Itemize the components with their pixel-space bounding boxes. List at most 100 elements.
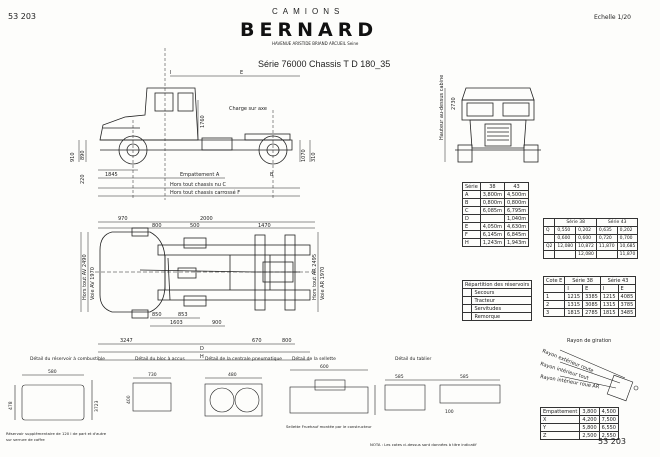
weights-corner [542,218,556,227]
dim-voie-av: Voie AV 1970 [90,267,96,300]
cell [479,214,505,223]
note-reservoir: Réservoir supplémentaire de 120 l de par… [6,431,107,436]
dim-I: I [170,70,171,76]
weights-head-38: Série 38 [554,218,597,227]
cell: Tracteur [471,296,533,305]
cell: Z [539,431,581,440]
dim-850: 850 [152,312,162,318]
cell: 3485 [617,308,637,317]
dim-970: 970 [118,216,128,222]
dim-B: B [270,172,274,178]
dim-900: 900 [212,320,222,326]
dim-front-width: Hors tout AV 2490 [82,254,88,300]
cell: E [582,284,601,293]
cell: 6,145m [479,230,505,239]
dim-670: 670 [252,338,262,344]
dim-890: 890 [80,150,86,160]
cell: 2785 [582,308,601,317]
detail-dim-580: 580 [48,369,57,375]
cell: 0,600 [575,234,597,243]
cell: 4,050m [479,222,505,231]
turning-radius-diagram [559,349,639,402]
series-head-1: 38 [479,182,505,191]
cell: 10,872 [575,242,597,251]
brand-address: HAVENUE ARISTIDE BRIAND ARCUEIL Seine [272,41,359,46]
cell [461,288,473,297]
cote-head-38: Série 38 [564,276,601,285]
dim-3247: 3247 [120,338,133,344]
dim-C: Hors tout chassis nu C [170,182,227,188]
cell: 3785 [617,300,637,309]
cell: E [617,284,637,293]
cell: 2,500 [579,431,600,440]
series-head-2: 43 [503,182,530,191]
cell: I [599,284,619,293]
cell: 4,500m [503,190,530,199]
cell: 4,630m [503,222,530,231]
dim-800: 800 [152,223,162,229]
cell: 0,550 [554,226,577,235]
dim-empattement: Empattement A [180,172,220,178]
detail-3-title: Détail de la centrale pneumatique [205,355,282,362]
cell: 3385 [582,292,601,301]
cell: 0,600 [554,234,577,243]
dim-1603: 1603 [170,320,183,326]
plan-view-dimensions [80,221,319,361]
wheelbase-col-0: 3,800 [579,407,600,416]
note-sellette: Sellette Fruehauf montée par le construc… [286,424,372,429]
cell: A [462,190,481,199]
front-view-truck [444,87,541,163]
cell: 12,080 [575,250,597,259]
load-label: Charge sur axe [229,106,267,112]
detail-dim-100: 100 [445,409,454,415]
cell: 1315 [599,300,619,309]
dim-500: 500 [190,223,200,229]
detail-1-title: Détail du réservoir à combustible [30,355,105,362]
detail-dim-480: 480 [228,372,237,378]
cell [554,250,577,259]
cell: 6,550 [598,423,620,432]
cell: Y [539,423,581,432]
cell: Remorque [471,312,533,321]
cell: 3 [542,308,566,317]
brand-small: CAMIONS [272,7,345,16]
cell: 6,795m [503,206,530,215]
detail-2-title: Détail du bloc à accus [135,355,185,362]
dim-E: E [240,70,243,76]
dim-1845: 1845 [105,172,118,178]
cell: 1215 [564,292,584,301]
dim-853: 853 [178,312,188,318]
detail-5-title: Détail du tablier [395,355,431,362]
detail-dim-585: 585 [395,374,404,380]
dim-voie-ar: Voie AR 1970 [320,267,326,300]
cell: 4085 [617,292,637,301]
dim-1470: 1470 [258,223,271,229]
dim-D: D [200,346,204,352]
cell: 12,080 [554,242,577,251]
dim-800b: 800 [282,338,292,344]
cell: 1815 [564,308,584,317]
dim-1070: 1070 [301,149,307,162]
cell: H [462,238,481,247]
front-height-label: Hauteur au-dessus cabine [439,75,445,140]
cell: 4,200 [579,415,600,424]
cell: B [462,198,481,207]
cell: 3085 [582,300,601,309]
cell: 3,800m [479,190,505,199]
cell: 1,943m [503,238,530,247]
weights-head-43: Série 43 [595,218,639,227]
cell [595,250,618,259]
detail-dim-730: 730 [148,372,157,378]
scale-label: Echelle 1/20 [594,14,631,21]
cell: 1,040m [503,214,530,223]
cell: 0,635 [595,226,618,235]
cell: X [539,415,581,424]
cell: C [462,206,481,215]
cell: I [564,284,584,293]
